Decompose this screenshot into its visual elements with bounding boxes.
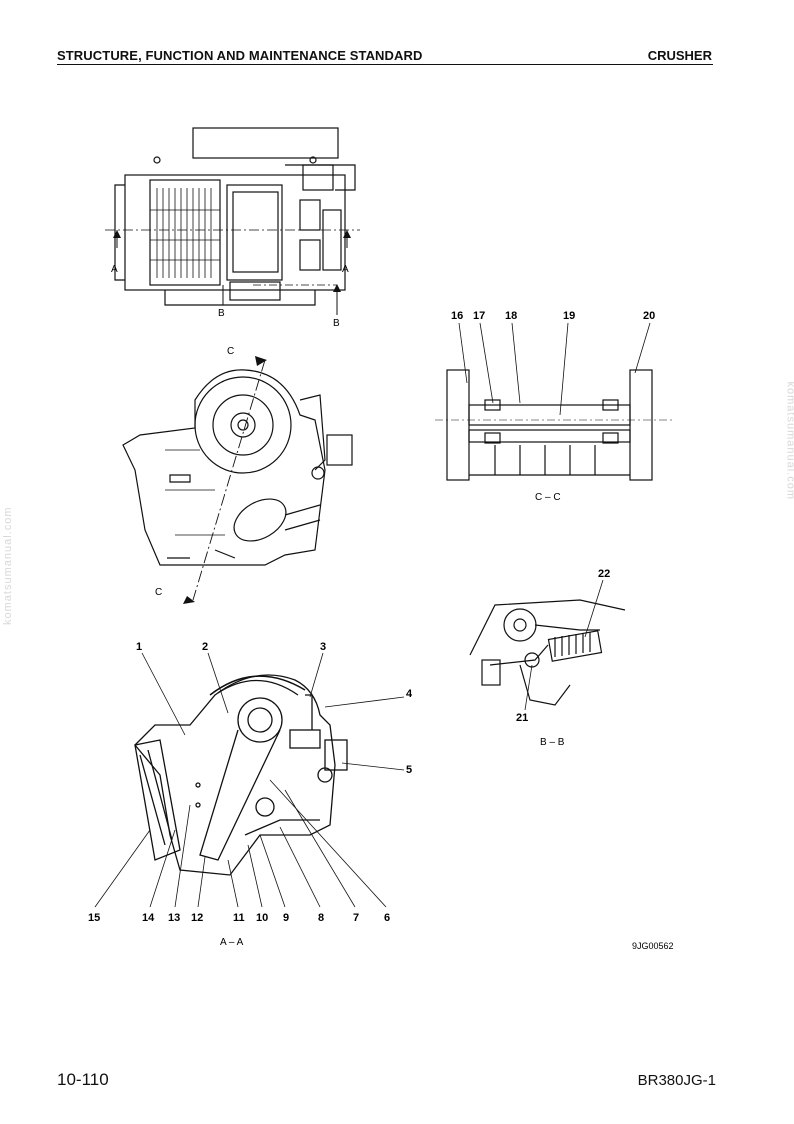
callout-8: 8	[318, 912, 324, 924]
callout-5: 5	[406, 764, 412, 776]
page-number: 10-110	[57, 1070, 109, 1089]
section-cc-caption: C – C	[535, 492, 561, 503]
callout-22: 22	[598, 568, 610, 580]
callout-15: 15	[88, 912, 100, 924]
section-mark-b-left: B	[218, 308, 225, 319]
callout-6: 6	[384, 912, 390, 924]
callout-4: 4	[406, 688, 413, 700]
watermark-left: komatsumanual.com	[2, 506, 14, 626]
header-rule	[57, 64, 713, 65]
callout-19: 19	[563, 310, 575, 322]
side-view-drawing: C C	[122, 346, 353, 604]
chapter-title: CRUSHER	[647, 48, 712, 63]
section-aa-caption: A – A	[220, 937, 244, 948]
callout-3: 3	[320, 641, 326, 653]
drawing-id: 9JG00562	[632, 941, 674, 951]
callout-20: 20	[643, 310, 655, 322]
callout-9: 9	[283, 912, 289, 924]
callout-1: 1	[136, 641, 142, 653]
callout-16: 16	[451, 310, 463, 322]
section-mark-c-top: C	[227, 346, 234, 357]
section-bb-caption: B – B	[540, 737, 565, 748]
callout-13: 13	[168, 912, 180, 924]
callout-12: 12	[191, 912, 203, 924]
section-mark-b-right: B	[333, 318, 340, 329]
section-bb-drawing: 22 21 B – B	[469, 568, 626, 748]
section-title: STRUCTURE, FUNCTION AND MAINTENANCE STAN…	[57, 48, 423, 63]
callout-2: 2	[202, 641, 208, 653]
callout-17: 17	[473, 310, 485, 322]
callout-21: 21	[516, 712, 528, 724]
section-mark-a-left: A	[111, 264, 118, 275]
callout-7: 7	[353, 912, 359, 924]
callout-11: 11	[233, 912, 245, 924]
section-aa-drawing: 1 2 3 4 5 6 7 8 9 10 11 12 13 14 15 A – …	[88, 641, 413, 948]
watermark-right: komatsumanual.com	[784, 381, 794, 501]
section-cc-drawing: 16 17 18 19 20 C – C	[435, 310, 675, 503]
callout-10: 10	[256, 912, 268, 924]
section-mark-c-bottom: C	[155, 587, 162, 598]
top-view-drawing: A A B B	[105, 127, 360, 329]
callout-18: 18	[505, 310, 517, 322]
model-code: BR380JG-1	[637, 1072, 716, 1089]
section-mark-a-right: A	[342, 264, 349, 275]
callout-14: 14	[142, 912, 155, 924]
drawing-id-box: 9JG00562	[632, 941, 674, 951]
